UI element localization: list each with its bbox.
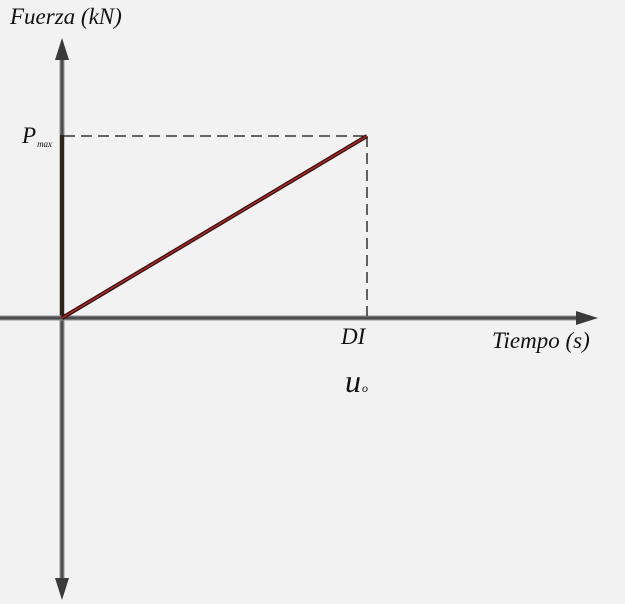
displacement-label: uo bbox=[345, 363, 368, 399]
y-axis-label: Fuerza (kN) bbox=[9, 4, 122, 29]
y-axis-upper-dark bbox=[60, 135, 64, 318]
x-axis-label: Tiempo (s) bbox=[492, 328, 590, 353]
pmax-label-main: P bbox=[21, 123, 36, 148]
displacement-label-sub: o bbox=[362, 381, 368, 395]
pmax-label: Pmax bbox=[21, 123, 52, 149]
force-ramp-line-highlight bbox=[61, 135, 368, 319]
x-axis-shaft bbox=[0, 315, 578, 321]
y-axis-arrow-down-icon bbox=[55, 578, 69, 600]
displacement-label-main: u bbox=[345, 363, 361, 399]
x-axis bbox=[0, 311, 598, 325]
x-axis-arrow-right-icon bbox=[576, 311, 598, 325]
y-axis-arrow-up-icon bbox=[55, 38, 69, 60]
pmax-label-sub: max bbox=[37, 139, 52, 149]
di-label: DI bbox=[340, 324, 367, 349]
